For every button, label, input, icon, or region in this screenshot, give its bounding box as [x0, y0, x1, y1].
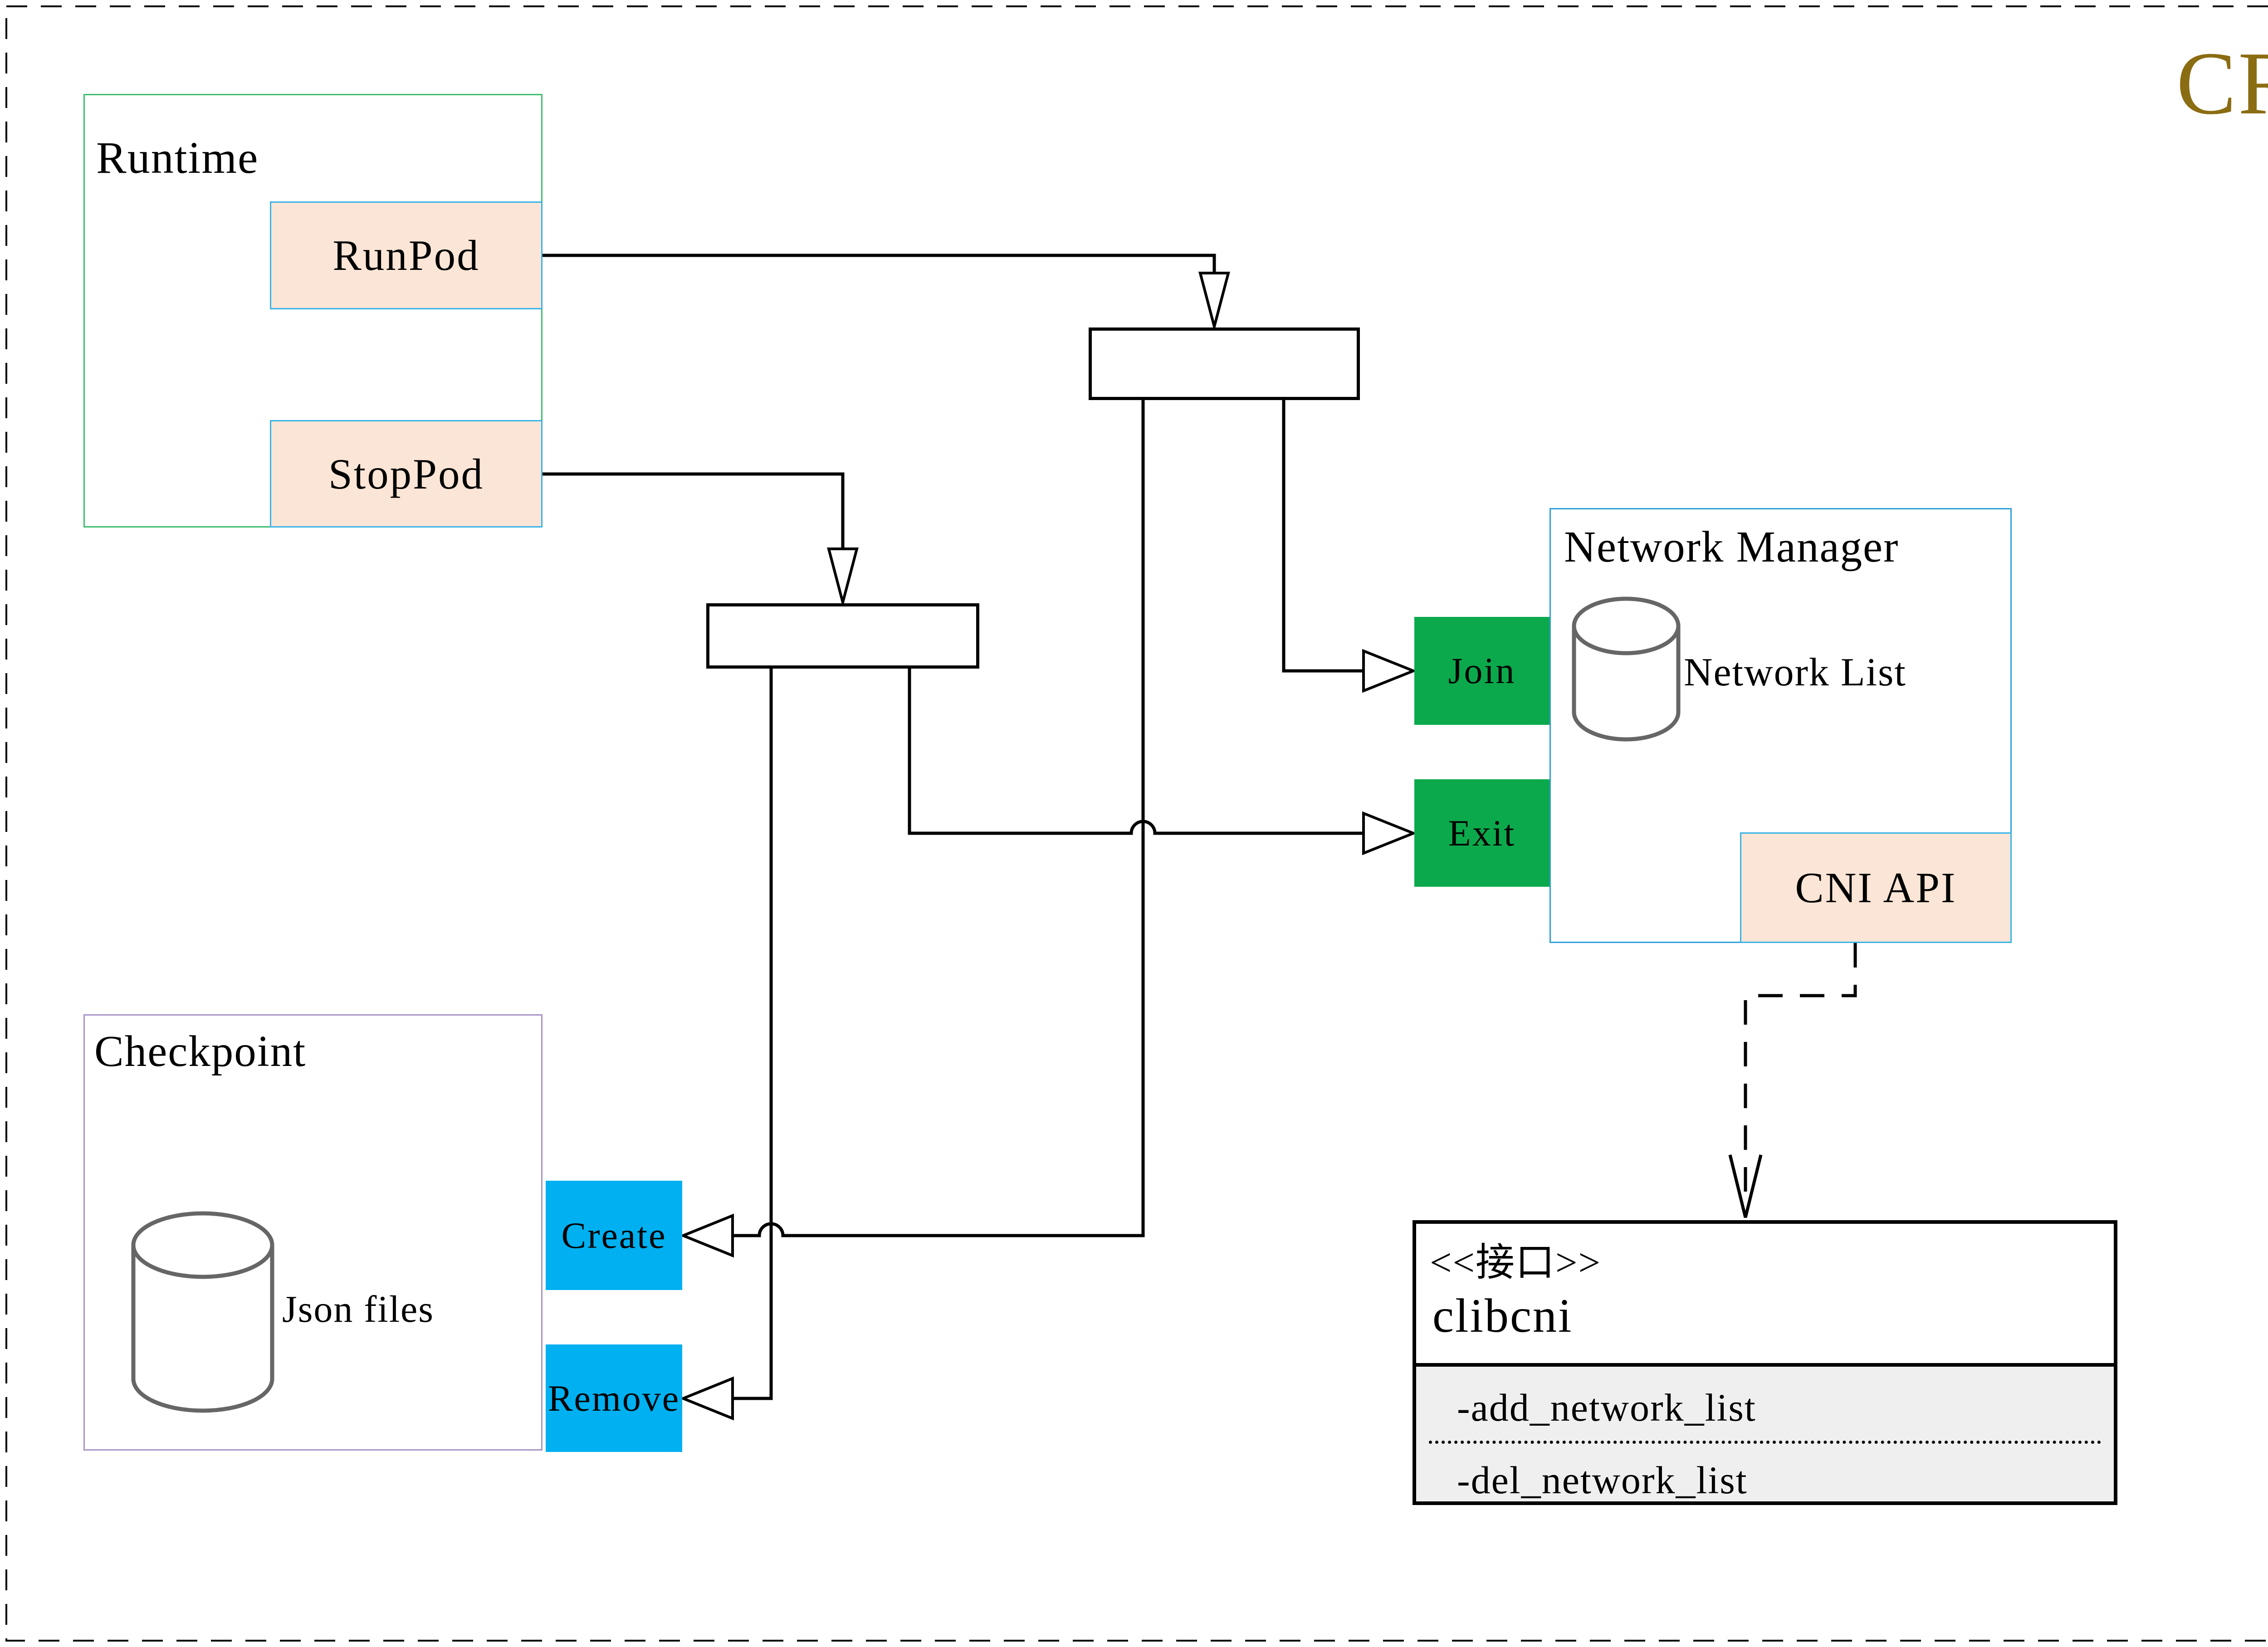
connector-cniapi-to-clibcni-dashed: [1744, 943, 1857, 1202]
arrowhead-down-process1-icon: [1198, 272, 1230, 332]
create-node: Create: [546, 1181, 682, 1290]
process-box-1: [1089, 327, 1360, 400]
clibcni-stereotype: <<接口>>: [1430, 1241, 1602, 1284]
connector-process1-to-join: [1282, 400, 1364, 673]
arrowhead-down-process2-icon: [827, 547, 859, 608]
connector-process2-to-remove: [732, 669, 773, 1400]
page-title: CRI: [2176, 34, 2268, 133]
clibcni-name: clibcni: [1432, 1289, 1573, 1342]
arrowhead-right-exit-icon: [1362, 811, 1418, 855]
checkpoint-group-box: [83, 1014, 543, 1451]
connector-runpod-to-process1: [543, 254, 1216, 274]
clibcni-method-add: -add_network_list: [1457, 1386, 1756, 1429]
network-list-cylinder-overlay-icon: [1572, 596, 1681, 742]
connector-stoppod-to-process2: [543, 472, 845, 550]
arrowhead-left-create-icon: [679, 1213, 734, 1258]
network-manager-label: Network Manager: [1564, 523, 1899, 571]
remove-node: Remove: [546, 1344, 682, 1452]
join-node: Join: [1414, 617, 1549, 725]
process-box-2: [706, 603, 979, 669]
clibcni-interface-box: <<接口>> clibcni -add_network_list -del_ne…: [1413, 1220, 2117, 1505]
network-list-label: Network List: [1684, 650, 1906, 694]
cni-api-label: CNI API: [1795, 864, 1957, 912]
arrowhead-right-join-icon: [1362, 649, 1418, 693]
stoppod-label: StopPod: [328, 450, 484, 498]
json-files-cylinder-icon: [131, 1211, 274, 1413]
clibcni-method-divider: [1429, 1441, 2101, 1444]
arrowhead-left-remove-icon: [679, 1376, 734, 1421]
runpod-node: RunPod: [270, 201, 543, 309]
runpod-label: RunPod: [332, 231, 480, 279]
remove-label: Remove: [547, 1377, 680, 1419]
clibcni-methods-section: -add_network_list -del_network_list: [1416, 1363, 2114, 1502]
cni-api-node: CNI API: [1740, 832, 2012, 943]
arrowhead-open-v-clibcni-icon: [1728, 1154, 1763, 1218]
exit-node: Exit: [1414, 779, 1549, 887]
runtime-label: Runtime: [96, 132, 259, 183]
clibcni-method-del: -del_network_list: [1457, 1458, 1748, 1502]
json-files-label: Json files: [282, 1288, 434, 1330]
stoppod-node: StopPod: [270, 420, 543, 528]
page-dashed-border: [5, 5, 2268, 1642]
exit-label: Exit: [1448, 812, 1516, 854]
join-label: Join: [1448, 650, 1516, 691]
connector-process2-to-exit: [908, 669, 1364, 835]
create-label: Create: [561, 1214, 667, 1256]
connector-process1-to-create: [732, 400, 1145, 1237]
checkpoint-label: Checkpoint: [94, 1027, 307, 1075]
clibcni-title-section: <<接口>> clibcni: [1416, 1224, 2114, 1363]
